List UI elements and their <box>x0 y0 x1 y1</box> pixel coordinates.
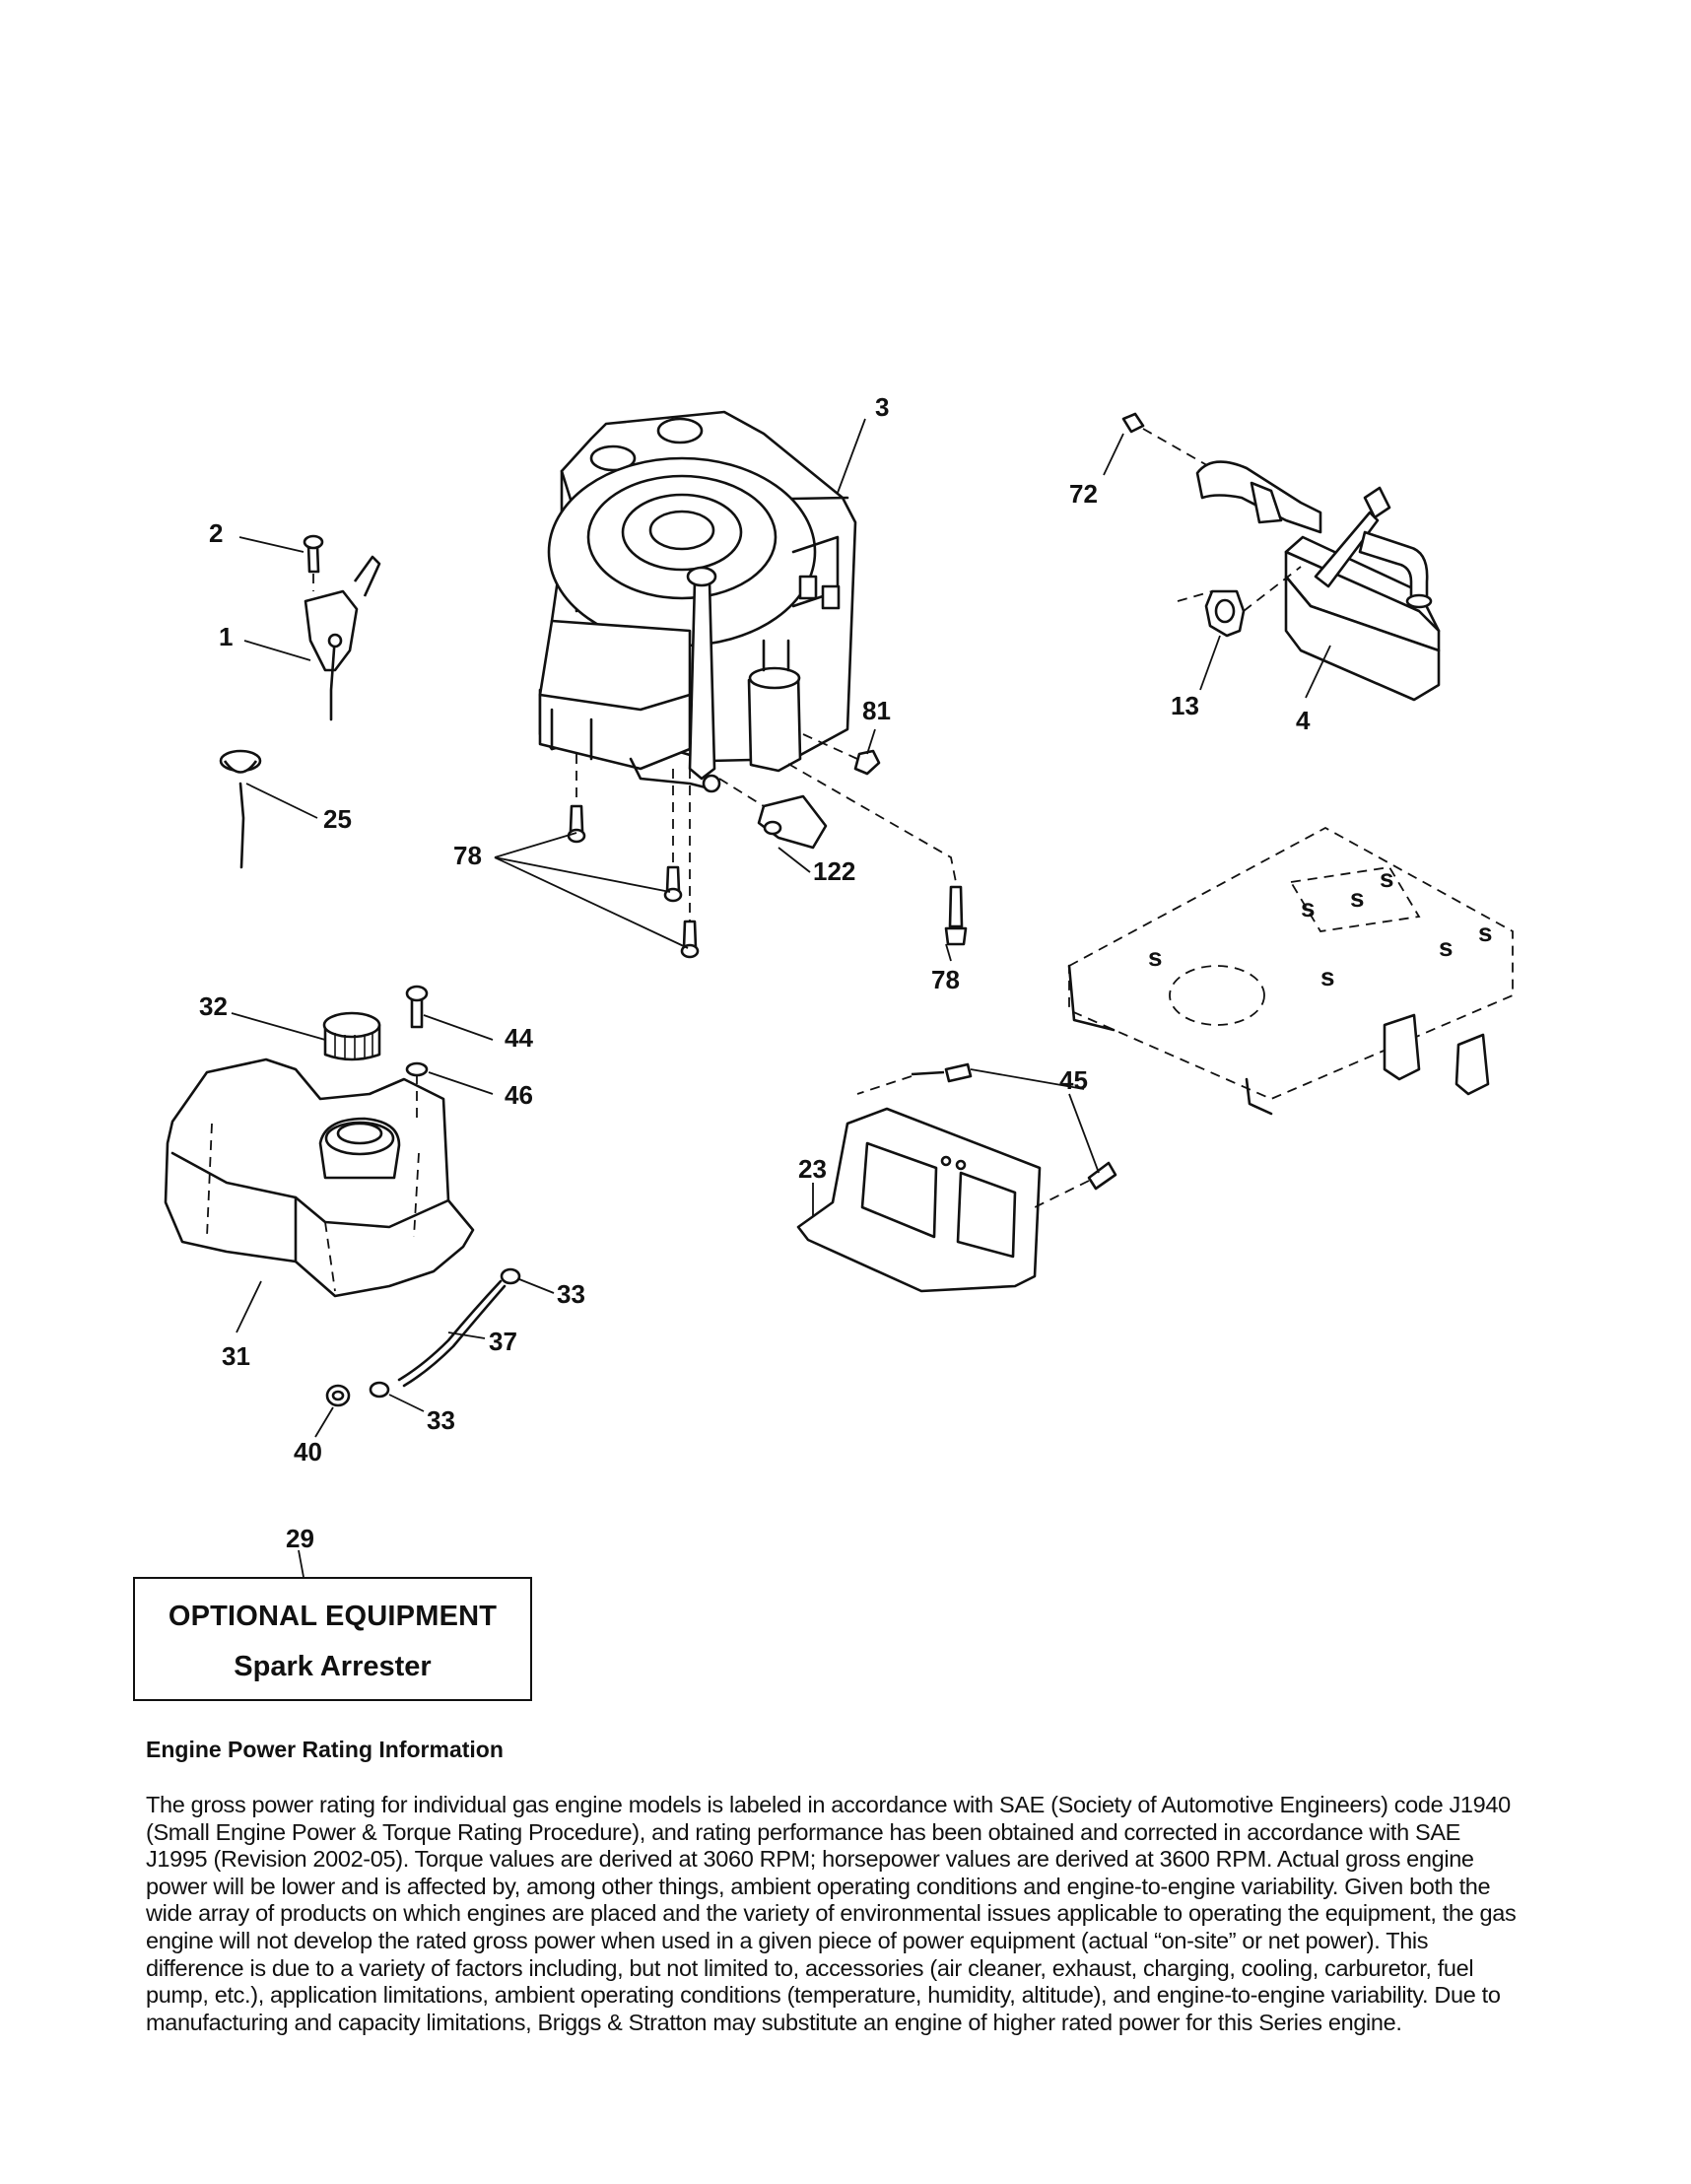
rating-info-heading: Engine Power Rating Information <box>146 1737 504 1762</box>
callout-33-top: 33 <box>557 1279 585 1309</box>
optional-equipment-title: OPTIONAL EQUIPMENT <box>168 1601 498 1632</box>
callout-78-left: 78 <box>453 841 482 870</box>
throttle-control-part <box>303 534 381 721</box>
callout-81: 81 <box>862 696 891 725</box>
callout-labels: 3 72 2 1 81 13 4 25 78 122 78 32 44 46 4… <box>199 392 1311 1553</box>
svg-text:s: s <box>1380 863 1393 893</box>
callout-29: 29 <box>286 1524 314 1553</box>
callout-4: 4 <box>1296 706 1311 735</box>
optional-equipment-box: OPTIONAL EQUIPMENT Spark Arrester <box>133 1577 532 1701</box>
leader-lines <box>231 418 1331 1578</box>
svg-text:s: s <box>1478 918 1492 947</box>
callout-45: 45 <box>1059 1065 1088 1095</box>
callout-40: 40 <box>294 1437 322 1467</box>
callout-33-bottom: 33 <box>427 1405 455 1435</box>
optional-equipment-item: Spark Arrester <box>234 1651 432 1682</box>
callout-13: 13 <box>1171 691 1199 720</box>
muffler-part <box>1121 412 1441 702</box>
callout-2: 2 <box>209 518 223 548</box>
shield-122-part <box>718 778 828 850</box>
engine-part <box>538 410 857 793</box>
callout-46: 46 <box>505 1080 533 1110</box>
callout-78-right: 78 <box>931 965 960 994</box>
svg-text:s: s <box>1301 893 1315 922</box>
rating-info-body: The gross power rating for individual ga… <box>146 1792 1517 2035</box>
callout-122: 122 <box>813 856 855 886</box>
callout-37: 37 <box>489 1327 517 1356</box>
svg-text:s: s <box>1148 942 1162 972</box>
svg-text:s: s <box>1320 962 1334 991</box>
fuel-line-part <box>325 1267 521 1407</box>
svg-text:s: s <box>1350 883 1364 913</box>
callout-44: 44 <box>505 1023 533 1053</box>
bolt-78-group <box>567 754 968 959</box>
callout-1: 1 <box>219 622 233 651</box>
callout-72: 72 <box>1069 479 1098 509</box>
nut-81-part <box>802 733 881 776</box>
callout-31: 31 <box>222 1341 250 1371</box>
svg-text:s: s <box>1439 932 1453 962</box>
callout-23: 23 <box>798 1154 827 1184</box>
fuel-tank-part <box>164 985 475 1298</box>
callout-3: 3 <box>875 392 889 422</box>
callout-32: 32 <box>199 991 228 1021</box>
choke-knob-25-part <box>219 749 262 869</box>
callout-25: 25 <box>323 804 352 834</box>
heat-shield-part <box>796 1062 1117 1293</box>
engine-mount-plate-part: s s s s s s s <box>1067 826 1514 1116</box>
